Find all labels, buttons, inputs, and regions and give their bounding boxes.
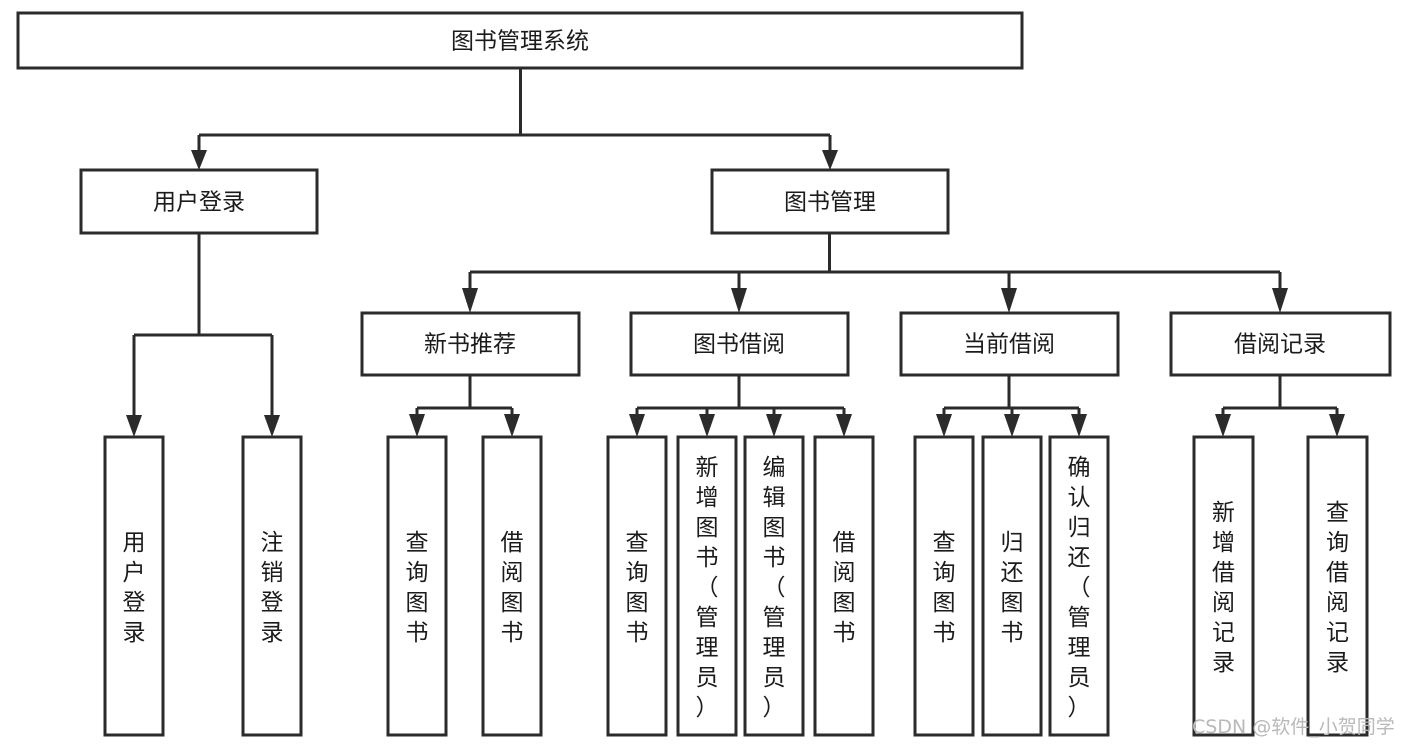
arrowhead-leaf-return-book <box>1004 414 1020 437</box>
node-leaf-borrow-book-1-rect[interactable] <box>481 435 543 737</box>
arrowhead-leaf-query-record <box>1329 414 1345 437</box>
node-leaf-edit-book-admin-rect[interactable] <box>743 435 805 737</box>
arrowhead-leaf-query-book-1 <box>409 414 425 437</box>
node-new-book-recommend[interactable]: 新书推荐 <box>360 311 581 377</box>
node-leaf-user-login[interactable]: 用户登录 <box>103 435 165 737</box>
arrowhead-leaf-borrow-book-2 <box>836 414 852 437</box>
arrowhead-leaf-logout-login <box>264 415 280 437</box>
arrowhead-leaf-confirm-return-admin <box>1071 414 1087 437</box>
node-root-rect[interactable] <box>16 11 1024 70</box>
node-leaf-user-login-label: 用户登录 <box>123 530 146 646</box>
arrowhead-leaf-add-book-admin <box>699 414 715 437</box>
arrowhead-leaf-user-login <box>126 415 142 437</box>
node-leaf-logout-login-rect[interactable] <box>241 435 303 737</box>
node-book-borrow-label: 图书借阅 <box>693 332 785 358</box>
node-leaf-query-book-3-label: 查询图书 <box>933 530 956 646</box>
node-user-login[interactable]: 用户登录 <box>79 168 319 235</box>
leaf-layer: 用户登录 注销登录 查询图书 借阅图书 查询图书 新增图书（管理员） 编辑图书（管理员） 借阅… <box>103 435 1369 737</box>
arrowhead-leaf-query-book-3 <box>936 414 952 437</box>
arrowhead-leaf-query-book-2 <box>629 414 645 437</box>
arrowhead-borrow-record <box>1272 288 1288 313</box>
arrowhead-book-borrow <box>731 288 747 313</box>
csdn-watermark: CSDN @软件_小贺同学 <box>1192 716 1395 738</box>
node-root-label: 图书管理系统 <box>451 29 589 55</box>
node-root[interactable]: 图书管理系统 <box>16 11 1024 70</box>
node-leaf-query-record[interactable]: 查询借阅记录 <box>1306 435 1369 737</box>
arrowhead-book-manage <box>822 150 838 170</box>
arrowhead-current-borrow <box>1001 288 1017 313</box>
connector-layer <box>126 68 1345 437</box>
node-book-borrow[interactable]: 图书借阅 <box>629 311 850 377</box>
node-current-borrow-rect[interactable] <box>899 311 1120 377</box>
node-borrow-record-label: 借阅记录 <box>1234 332 1326 358</box>
node-current-borrow[interactable]: 当前借阅 <box>899 311 1120 377</box>
node-leaf-add-record[interactable]: 新增借阅记录 <box>1192 435 1255 737</box>
arrowhead-new-book-recommend <box>462 288 478 313</box>
node-leaf-user-login-rect[interactable] <box>103 435 165 737</box>
node-leaf-return-book-label: 归还图书 <box>1001 530 1024 646</box>
node-leaf-edit-book-admin-label: 编辑图书（管理员） <box>763 455 786 721</box>
arrowhead-leaf-borrow-book-1 <box>504 414 520 437</box>
node-leaf-confirm-return-admin-rect[interactable] <box>1048 435 1110 737</box>
node-current-borrow-label: 当前借阅 <box>963 332 1055 358</box>
node-leaf-borrow-book-1-label: 借阅图书 <box>501 530 524 646</box>
node-leaf-confirm-return-admin[interactable]: 确认归还（管理员） <box>1048 435 1110 737</box>
node-leaf-add-book-admin-label: 新增图书（管理员） <box>696 455 719 721</box>
node-leaf-add-book-admin[interactable]: 新增图书（管理员） <box>676 435 738 737</box>
node-leaf-logout-login[interactable]: 注销登录 <box>241 435 303 737</box>
node-leaf-edit-book-admin[interactable]: 编辑图书（管理员） <box>743 435 805 737</box>
node-leaf-borrow-book-2[interactable]: 借阅图书 <box>813 435 875 737</box>
node-leaf-query-record-label: 查询借阅记录 <box>1326 500 1349 676</box>
node-leaf-add-book-admin-rect[interactable] <box>676 435 738 737</box>
node-leaf-logout-login-label: 注销登录 <box>261 530 284 646</box>
node-leaf-query-book-1[interactable]: 查询图书 <box>386 435 448 737</box>
node-leaf-return-book-rect[interactable] <box>981 435 1043 737</box>
node-leaf-return-book[interactable]: 归还图书 <box>981 435 1043 737</box>
node-leaf-query-book-1-label: 查询图书 <box>406 530 429 646</box>
node-leaf-borrow-book-2-label: 借阅图书 <box>833 530 856 646</box>
arrowhead-user-login <box>191 150 207 170</box>
node-user-login-rect[interactable] <box>79 168 319 235</box>
node-leaf-borrow-book-2-rect[interactable] <box>813 435 875 737</box>
arrowhead-leaf-add-record <box>1215 414 1231 437</box>
node-new-book-recommend-label: 新书推荐 <box>424 332 516 358</box>
node-book-manage-rect[interactable] <box>710 168 950 235</box>
node-leaf-query-book-1-rect[interactable] <box>386 435 448 737</box>
node-leaf-query-book-3-rect[interactable] <box>913 435 975 737</box>
level3-layer: 新书推荐 图书借阅 当前借阅 借阅记录 <box>360 311 1392 377</box>
node-leaf-query-book-3[interactable]: 查询图书 <box>913 435 975 737</box>
node-leaf-query-book-2-rect[interactable] <box>606 435 668 737</box>
arrowhead-leaf-edit-book-admin <box>766 414 782 437</box>
node-leaf-query-book-2-label: 查询图书 <box>626 530 649 646</box>
node-leaf-add-record-rect[interactable] <box>1192 435 1255 737</box>
node-leaf-borrow-book-1[interactable]: 借阅图书 <box>481 435 543 737</box>
node-user-login-label: 用户登录 <box>153 190 245 216</box>
node-leaf-add-record-label: 新增借阅记录 <box>1212 500 1235 676</box>
node-new-book-recommend-rect[interactable] <box>360 311 581 377</box>
node-book-manage-label: 图书管理 <box>784 190 876 216</box>
node-book-manage[interactable]: 图书管理 <box>710 168 950 235</box>
node-borrow-record-rect[interactable] <box>1169 311 1392 377</box>
node-borrow-record[interactable]: 借阅记录 <box>1169 311 1392 377</box>
node-leaf-query-record-rect[interactable] <box>1306 435 1369 737</box>
node-leaf-confirm-return-admin-label: 确认归还（管理员） <box>1068 455 1091 721</box>
node-book-borrow-rect[interactable] <box>629 311 850 377</box>
level2-layer: 用户登录 图书管理 <box>79 168 950 235</box>
node-leaf-query-book-2[interactable]: 查询图书 <box>606 435 668 737</box>
